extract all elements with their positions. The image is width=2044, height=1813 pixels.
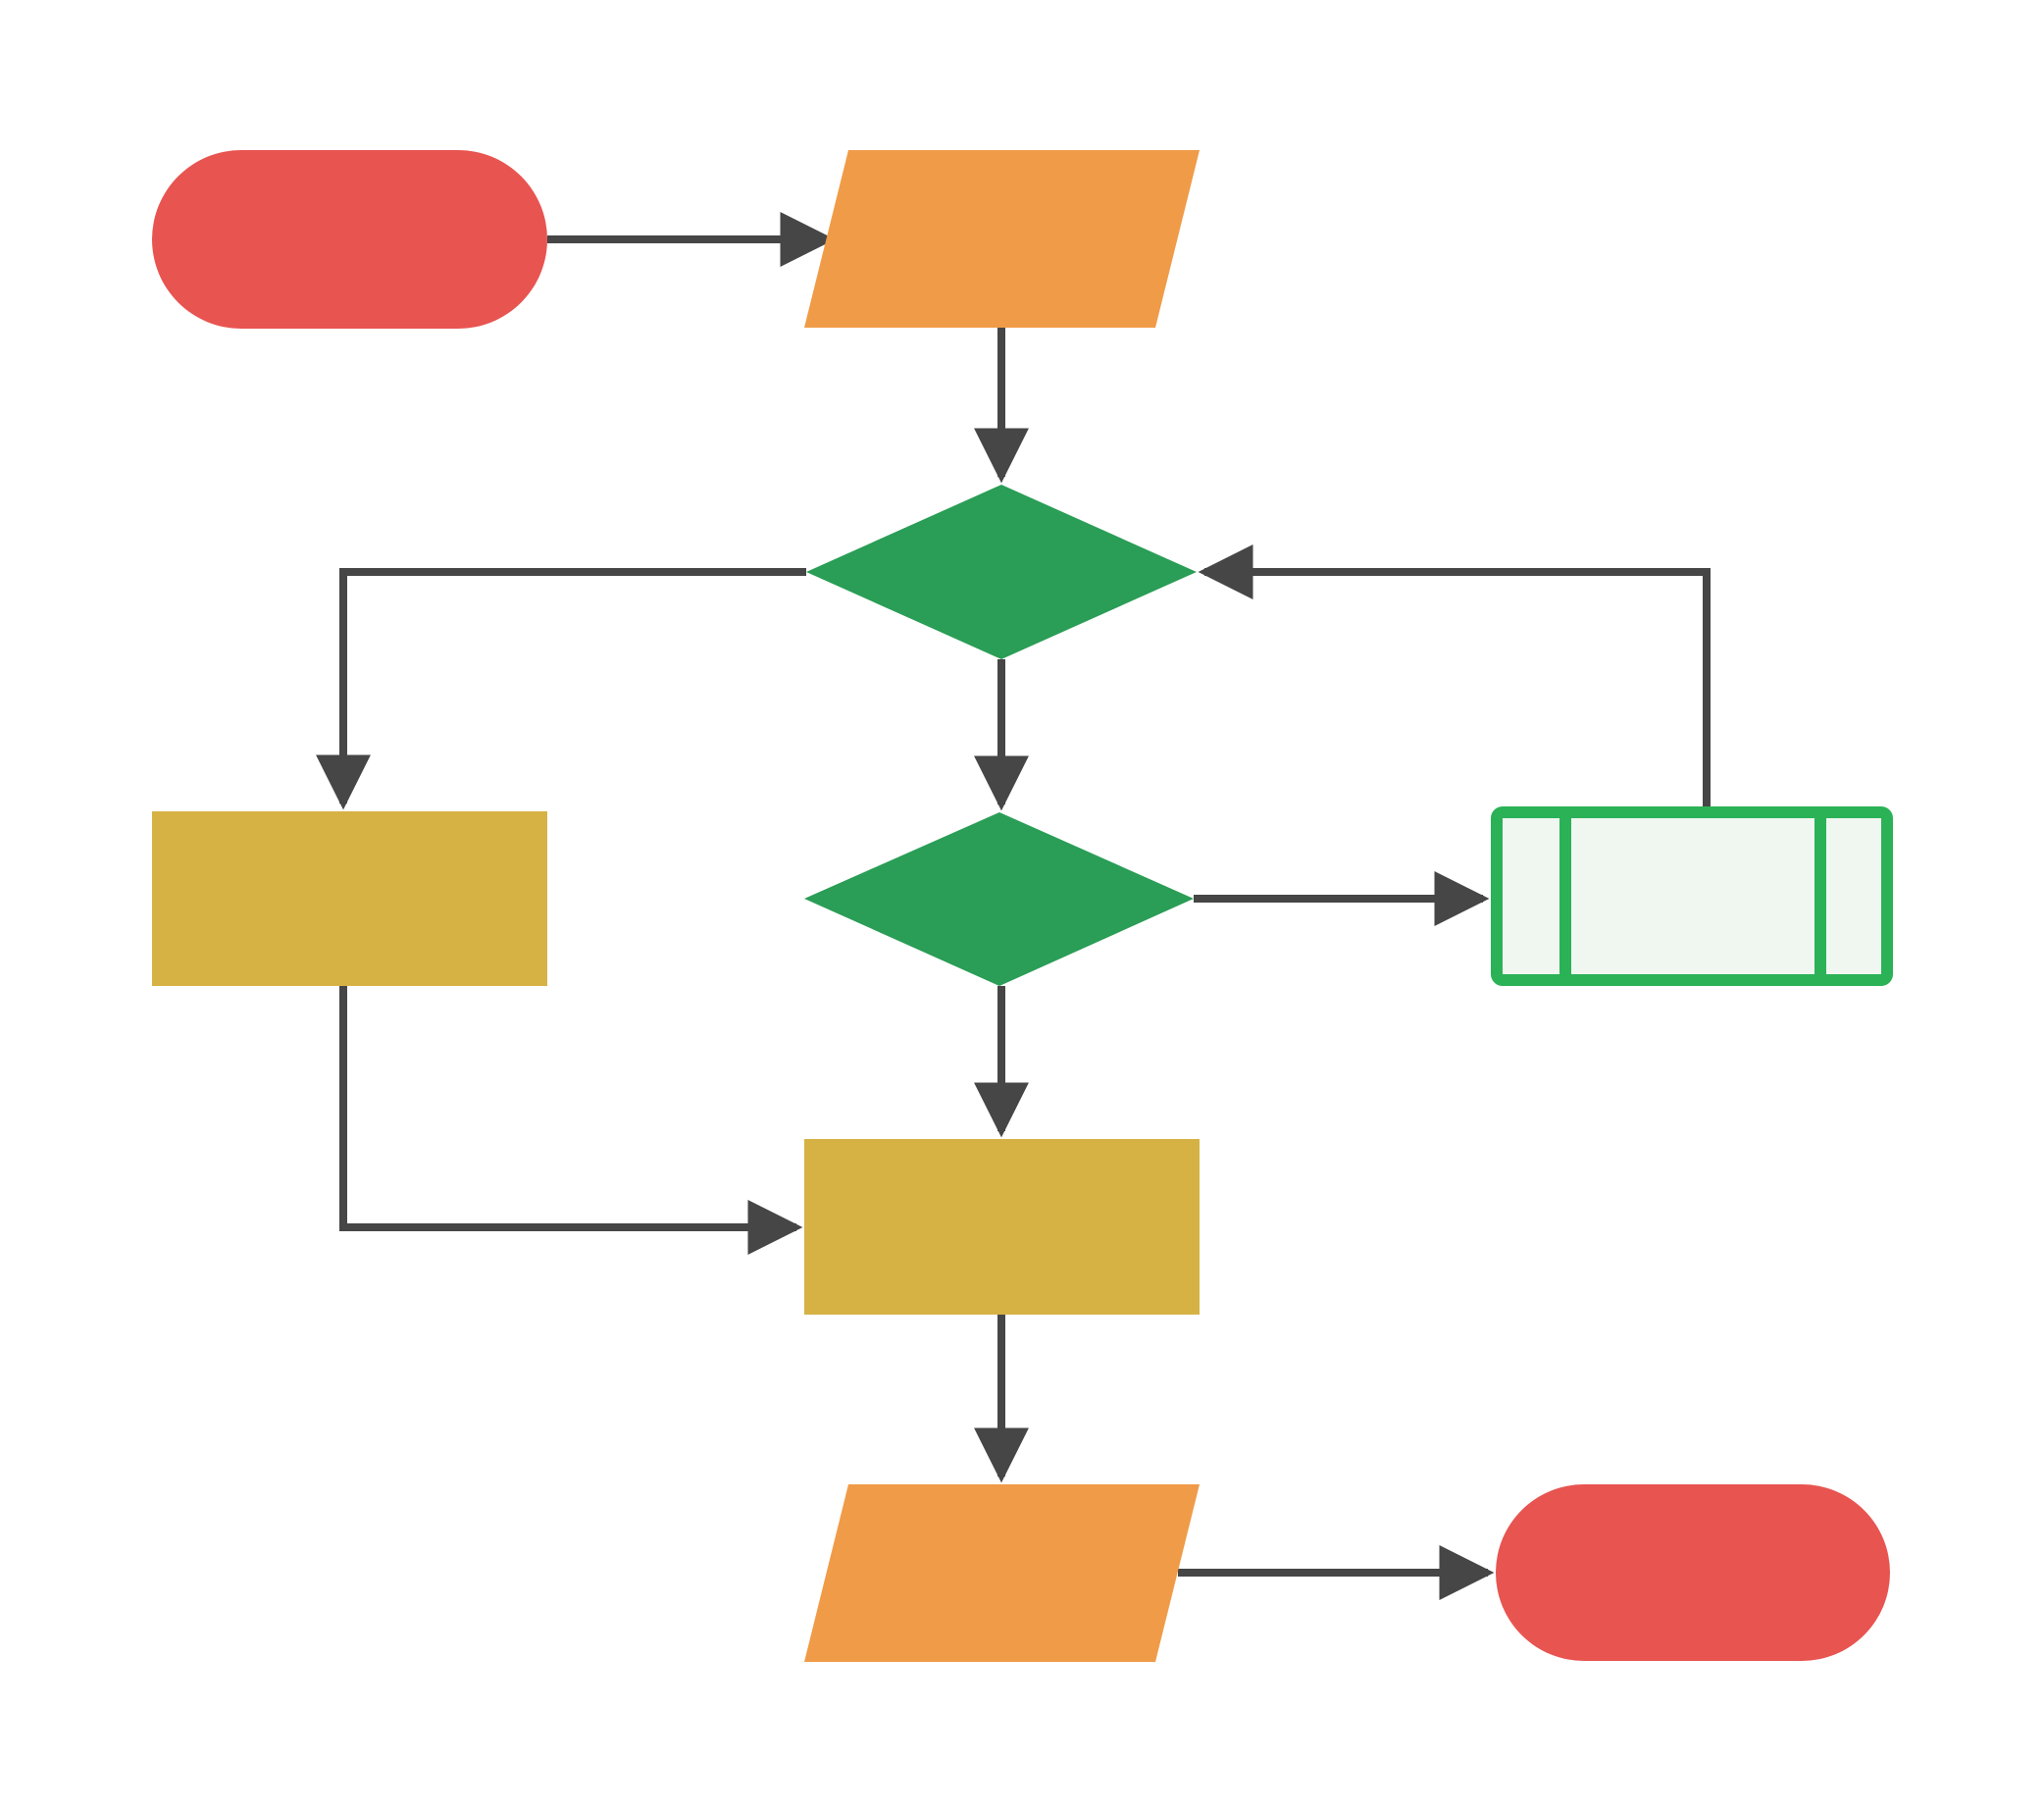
node-start[interactable] (152, 150, 547, 329)
edge-layer (316, 212, 1711, 1600)
node-decision-1[interactable] (806, 485, 1197, 659)
process-left-rect-shape[interactable] (152, 811, 547, 986)
edge-decision1-processleft (316, 568, 806, 810)
process-main-rect-shape[interactable] (804, 1139, 1200, 1315)
edge-subroutine-decision1 (1198, 544, 1711, 806)
node-decision-2[interactable] (804, 812, 1194, 986)
node-output[interactable] (804, 1484, 1200, 1662)
node-end[interactable] (1496, 1484, 1890, 1661)
start-terminator-shape[interactable] (152, 150, 547, 329)
node-input[interactable] (804, 150, 1200, 328)
decision-1-diamond-shape[interactable] (806, 485, 1197, 659)
node-layer (152, 150, 1893, 1662)
node-subroutine[interactable] (1491, 806, 1893, 986)
subroutine-outer-shape[interactable] (1491, 806, 1893, 986)
end-terminator-shape[interactable] (1496, 1484, 1890, 1661)
node-process-left[interactable] (152, 811, 547, 986)
input-parallelogram-shape[interactable] (804, 150, 1200, 328)
node-process-main[interactable] (804, 1139, 1200, 1315)
output-parallelogram-shape[interactable] (804, 1484, 1200, 1662)
decision-2-diamond-shape[interactable] (804, 812, 1194, 986)
edge-processleft-processmain (339, 986, 803, 1255)
